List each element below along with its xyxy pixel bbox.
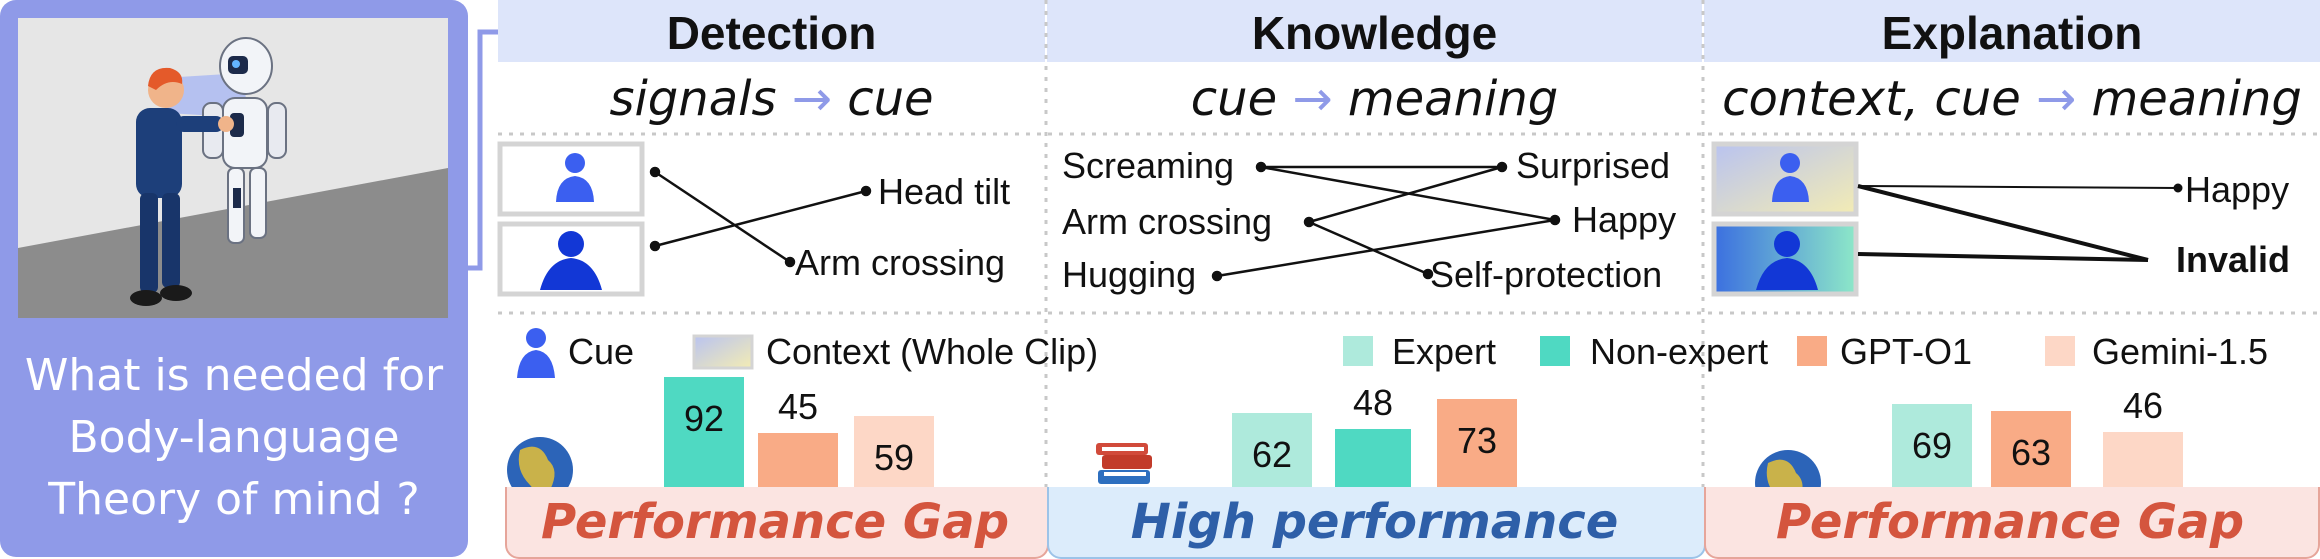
person-icon	[130, 67, 234, 306]
question-line-3: Theory of mind ?	[48, 474, 420, 525]
legend-gemini-label: Gemini-1.5	[2092, 331, 2269, 372]
bar-value-label-gpt-o1-chart-2: 73	[1456, 420, 1498, 462]
detection-subtitle-arrow: →	[791, 71, 832, 127]
explanation-header-band	[1704, 0, 2320, 62]
explanation-subtitle-from: context, cue	[1722, 71, 2021, 127]
context-legend-swatch	[692, 334, 754, 370]
explanation-label-invalid: Invalid	[2176, 239, 2291, 280]
knowledge-subtitle-from: cue	[1190, 71, 1278, 127]
detection-subtitle-from: signals	[609, 71, 777, 127]
legend-non-expert-swatch	[1540, 336, 1570, 366]
detection-connections	[649, 166, 872, 268]
bar-value-label-non-expert-chart-2: 48	[1352, 382, 1394, 424]
bar-gpt-o1-chart-2	[1437, 399, 1517, 487]
bar-gpt-o1-chart-3	[1991, 411, 2071, 487]
legend-expert-swatch	[1343, 336, 1373, 366]
legend-gpt-label: GPT-O1	[1840, 331, 1973, 372]
explanation-subtitle-to: meaning	[2091, 71, 2302, 127]
legend-context-label: Context (Whole Clip)	[766, 331, 1099, 372]
knowledge-subtitle: cue → meaning	[1047, 64, 1702, 134]
explanation-label-happy: Happy	[2185, 169, 2290, 210]
detection-gap-label: Performance Gap	[540, 494, 1010, 550]
detection-label-arm-crossing: Arm crossing	[795, 242, 1006, 283]
bar-non-expert-chart-1	[664, 376, 744, 487]
detection-subtitle-to: cue	[847, 71, 934, 127]
left-panel: What is needed for Body-language Theory …	[0, 0, 468, 557]
question-line-2: Body-language	[68, 412, 400, 463]
knowledge-label-screaming: Screaming	[1062, 145, 1235, 186]
knowledge-subtitle-to: meaning	[1347, 71, 1559, 127]
knowledge-title: Knowledge	[1251, 7, 1498, 59]
bar-value-label-expert-chart-3: 69	[1911, 425, 1953, 467]
detection-gap-band	[505, 487, 1049, 559]
detection-label-head-tilt: Head tilt	[878, 171, 1011, 212]
robot-person-illustration	[18, 18, 448, 318]
knowledge-label-arm-crossing: Arm crossing	[1062, 201, 1273, 242]
legend-expert-label: Expert	[1392, 331, 1497, 372]
bar-value-label-expert-chart-2: 62	[1251, 433, 1293, 475]
bar-gpt-o1-chart-1	[758, 433, 838, 487]
explanation-context-thumbnail-2	[1711, 221, 1859, 297]
explanation-title: Explanation	[1881, 7, 2143, 59]
knowledge-label-hugging: Hugging	[1062, 254, 1197, 295]
bar-value-label-gpt-o1-chart-3: 63	[2010, 432, 2052, 474]
bar-expert-chart-3	[1892, 404, 1972, 487]
knowledge-header-band	[1047, 0, 1702, 62]
bar-gemini-1-5-chart-3	[2103, 431, 2183, 487]
illustration-svg	[18, 18, 448, 318]
detection-subtitle: signals → cue	[498, 64, 1045, 134]
explanation-connections	[1857, 183, 2183, 262]
detection-title: Detection	[666, 7, 877, 59]
explanation-gap-label: Performance Gap	[1775, 494, 2245, 550]
legend-gemini-swatch	[2045, 336, 2075, 366]
legend-non-expert-label: Non-expert	[1590, 331, 1769, 372]
globe-icon	[507, 437, 573, 503]
question-text: What is needed for Body-language Theory …	[0, 345, 468, 531]
detection-cue-thumbnail-1	[497, 141, 645, 217]
explanation-context-thumbnail-1	[1711, 141, 1859, 217]
knowledge-label-surprised: Surprised	[1516, 145, 1671, 186]
legend-gpt-swatch	[1797, 336, 1827, 366]
question-line-1: What is needed for	[24, 350, 444, 401]
knowledge-gap-label: High performance	[1130, 494, 1619, 550]
explanation-subtitle: context, cue → meaning	[1704, 64, 2320, 134]
bar-value-label-gemini-1-5-chart-1: 59	[873, 437, 915, 479]
bar-gemini-1-5-chart-1	[854, 416, 934, 487]
knowledge-label-self-protection: Self-protection	[1430, 254, 1663, 295]
cue-legend-icon	[517, 328, 555, 378]
knowledge-subtitle-arrow: →	[1292, 71, 1333, 127]
bar-value-label-gpt-o1-chart-1: 45	[777, 386, 819, 427]
bar-value-label-non-expert-chart-1: 92	[683, 397, 725, 439]
bar-value-label-gemini-1-5-chart-3: 46	[2122, 384, 2164, 426]
bar-non-expert-chart-2	[1335, 429, 1411, 487]
legend-cue-label: Cue	[568, 331, 635, 372]
explanation-subtitle-arrow: →	[2036, 71, 2077, 127]
bar-expert-chart-2	[1232, 412, 1312, 487]
knowledge-label-happy: Happy	[1572, 199, 1677, 240]
knowledge-connections	[1211, 161, 1561, 282]
detection-cue-thumbnail-2	[497, 221, 645, 297]
detection-header-band	[498, 0, 1045, 62]
dotted-separators	[498, 0, 2320, 487]
books-icon	[1096, 443, 1152, 484]
